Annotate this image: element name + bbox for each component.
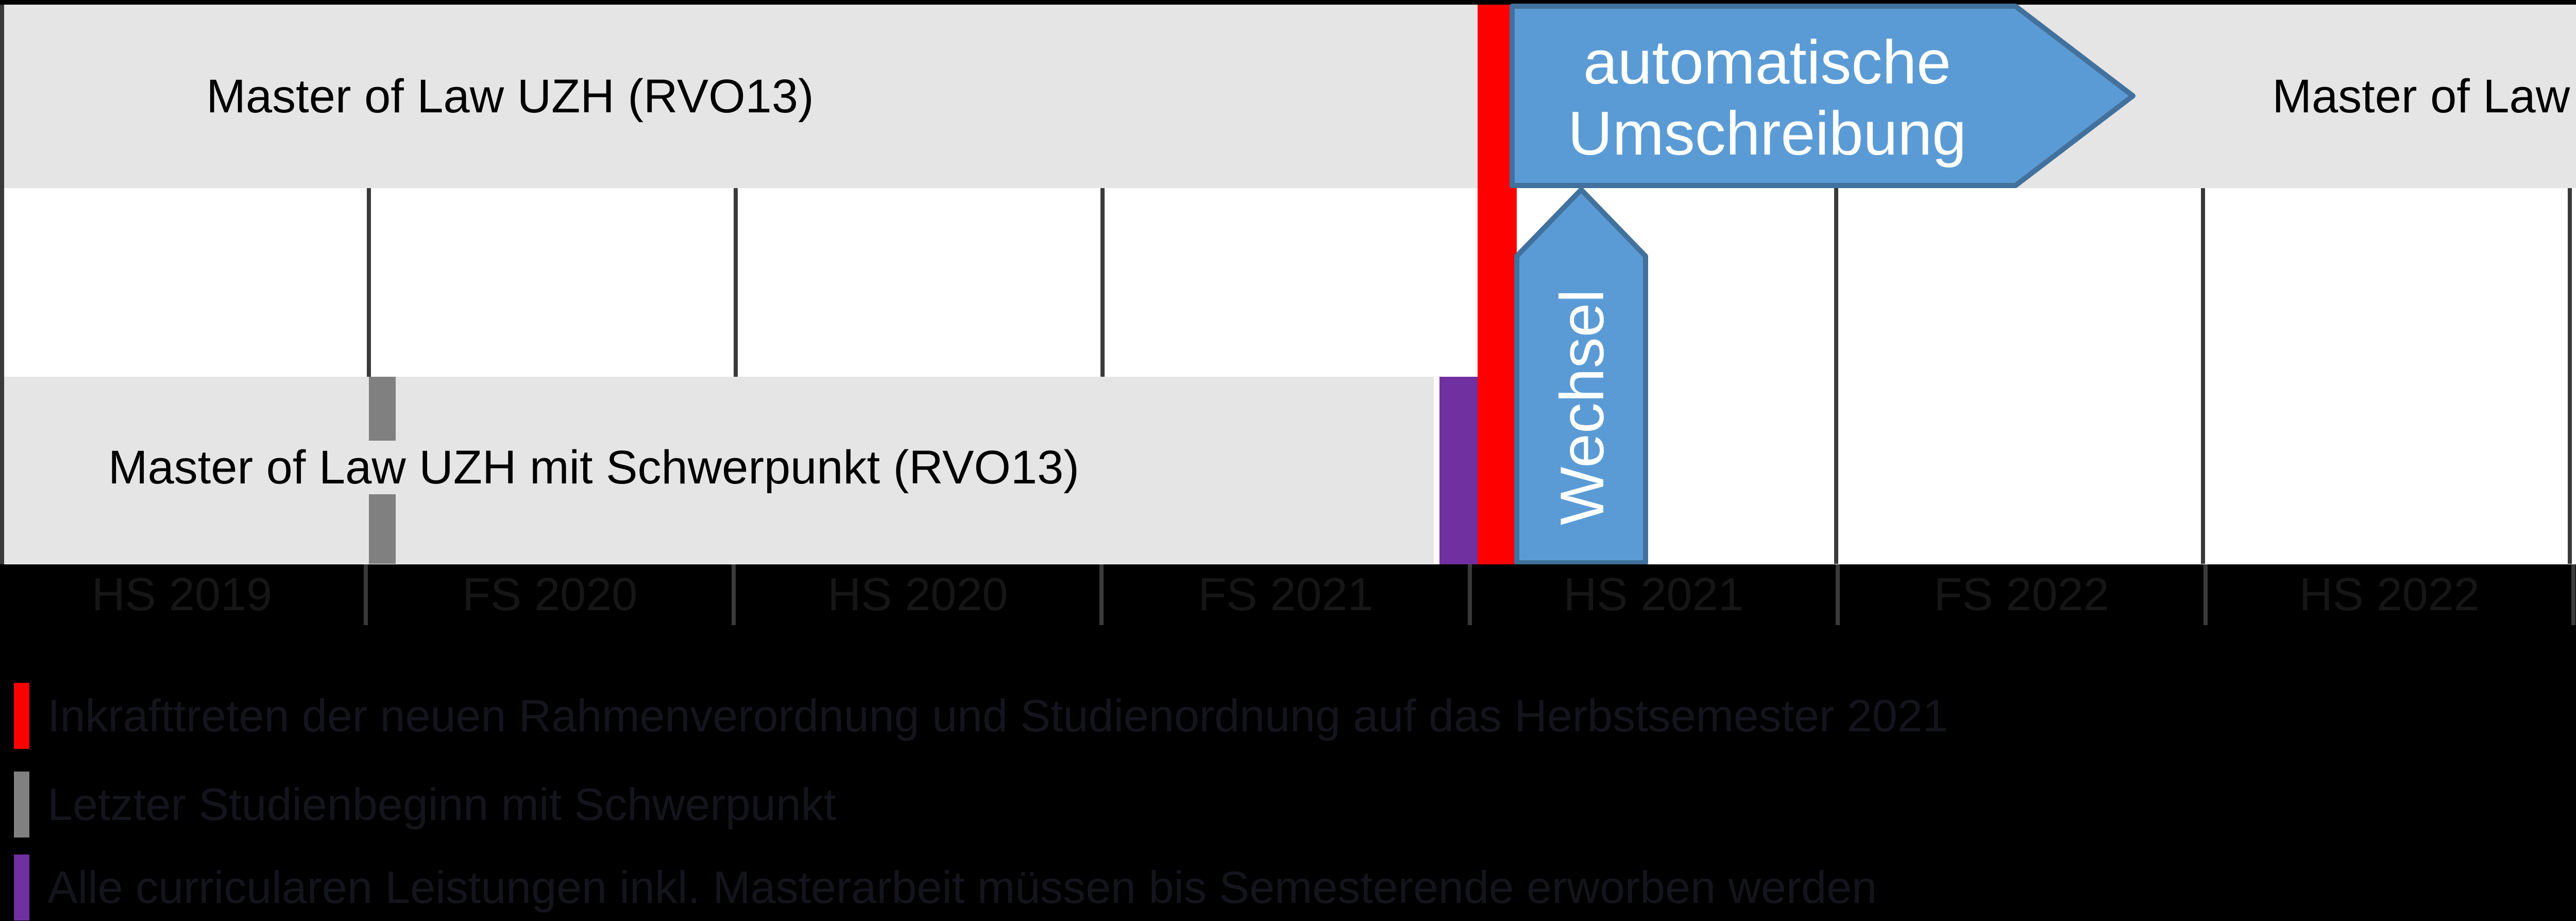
semester-timeline: HS 2019 FS 2020 HS 2020 FS 2021 HS 2021 … xyxy=(0,564,2576,625)
legend-swatch-gray xyxy=(14,772,29,838)
label-master-schwerpunkt: Master of Law UZH mit Schwerpunkt (RVO13… xyxy=(108,441,1100,494)
timeline-cell-fs2022: FS 2022 xyxy=(1840,564,2208,625)
timeline-cell-hs2021: HS 2021 xyxy=(1472,564,1840,625)
label-master-rvo21: Master of Law UZH (RVO21) xyxy=(2272,70,2576,123)
gridline-fs2020 xyxy=(367,188,371,377)
timeline-label: HS 2020 xyxy=(827,568,1008,621)
timeline-cell-hs2022: HS 2022 xyxy=(2208,564,2575,625)
gridline-hs2022 xyxy=(2201,188,2205,564)
timeline-label: FS 2020 xyxy=(462,568,638,621)
timeline-cell-hs2019: HS 2019 xyxy=(0,564,368,625)
timeline-label: FS 2022 xyxy=(1934,568,2109,621)
timeline-cell-hs2020: HS 2020 xyxy=(736,564,1104,625)
timeline-label: HS 2019 xyxy=(91,568,273,621)
legend-label: Letzter Studienbeginn mit Schwerpunkt xyxy=(47,779,837,830)
timeline-cell-fs2021: FS 2021 xyxy=(1104,564,1472,625)
timeline-label: HS 2022 xyxy=(2299,568,2480,621)
gridline-hs2020 xyxy=(734,188,738,377)
marker-leistungen-deadline xyxy=(1439,377,1478,567)
gridline-fs2021 xyxy=(1100,188,1105,377)
legend-item-letzter-studienbeginn: Letzter Studienbeginn mit Schwerpunkt xyxy=(14,772,836,838)
marker-inkrafttreten-rvo21 xyxy=(1478,5,1517,567)
top-border xyxy=(0,0,2576,5)
gridline-fs2022 xyxy=(1834,188,1838,564)
left-border xyxy=(0,5,4,921)
gridline-fs2023 xyxy=(2568,188,2572,564)
timeline-label: HS 2021 xyxy=(1563,568,1744,621)
legend-item-leistungen: Alle curricularen Leistungen inkl. Maste… xyxy=(14,855,1877,920)
legend-background xyxy=(0,625,2576,921)
label-master-rvo13: Master of Law UZH (RVO13) xyxy=(206,70,814,123)
band-rvo13-rvo21 xyxy=(4,5,2576,188)
legend-label: Alle curricularen Leistungen inkl. Maste… xyxy=(47,862,1877,913)
legend-label: Inkrafttreten der neuen Rahmenverordnung… xyxy=(47,690,1948,741)
legend-swatch-red xyxy=(14,683,29,749)
legend-swatch-purple xyxy=(14,855,29,920)
timeline-cell-fs2020: FS 2020 xyxy=(368,564,736,625)
wechsel-arrow-text: Wechsel xyxy=(1548,289,1617,525)
timeline-label: FS 2021 xyxy=(1198,568,1374,621)
wechsel-arrow-icon xyxy=(1514,187,1648,565)
legend-item-inkrafttreten: Inkrafttreten der neuen Rahmenverordnung… xyxy=(14,683,1948,749)
